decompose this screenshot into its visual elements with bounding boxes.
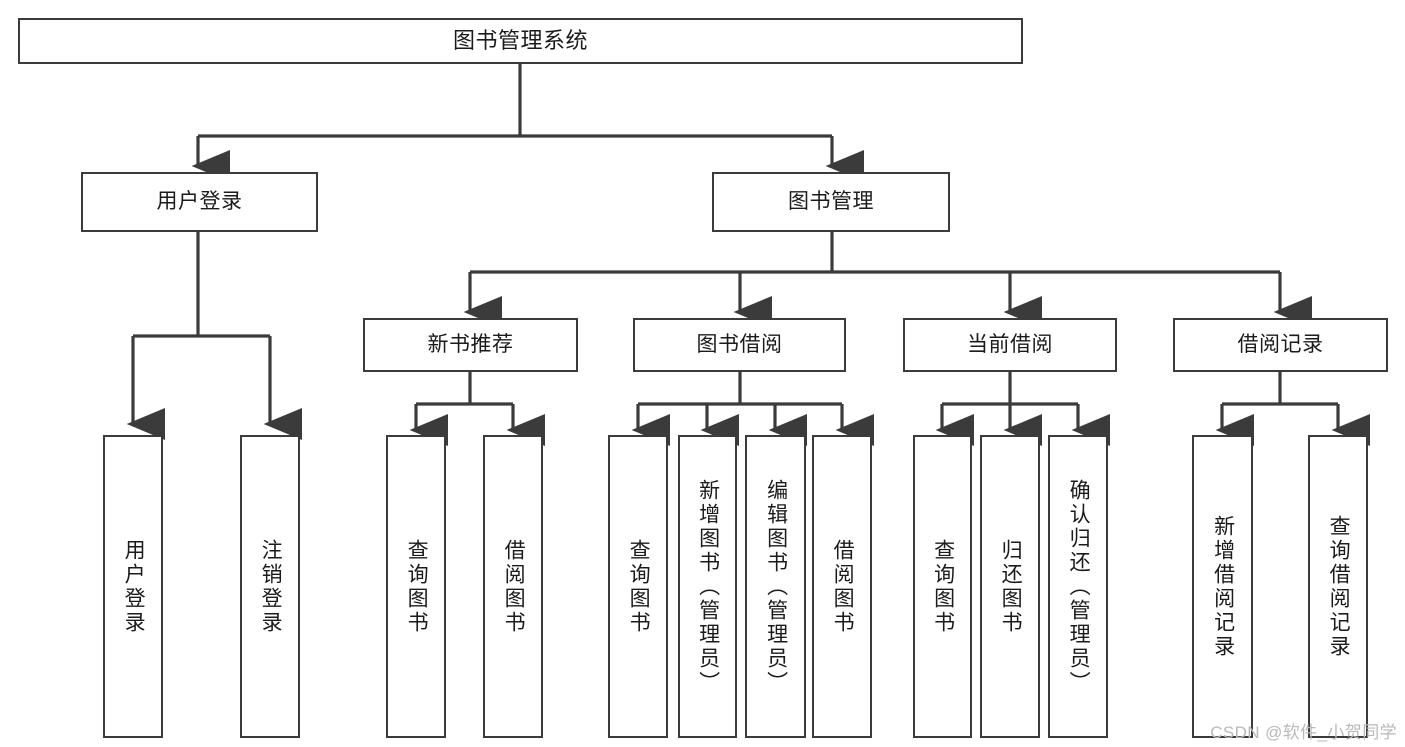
node-borrow-record[interactable]: 借阅记录 xyxy=(1173,318,1388,372)
node-user-login[interactable]: 用户登录 xyxy=(81,172,318,232)
leaf-current-confirm-return-admin[interactable]: 确认归还（管理员） xyxy=(1048,435,1108,738)
node-label: 用户登录 xyxy=(122,538,146,635)
node-label: 图书管理 xyxy=(788,189,874,213)
leaf-borrow-add-book-admin[interactable]: 新增图书（管理员） xyxy=(678,435,737,738)
node-label: 编辑图书（管理员） xyxy=(764,478,788,695)
leaf-recommend-query-book[interactable]: 查询图书 xyxy=(386,435,446,738)
node-label: 查询图书 xyxy=(405,538,429,635)
node-label: 归还图书 xyxy=(999,538,1023,635)
node-label: 新增借阅记录 xyxy=(1211,514,1235,659)
leaf-current-query-book[interactable]: 查询图书 xyxy=(913,435,972,738)
leaf-user-login-signin[interactable]: 用户登录 xyxy=(103,435,163,738)
node-label: 新书推荐 xyxy=(427,332,514,356)
node-book-management[interactable]: 图书管理 xyxy=(712,172,950,232)
node-label: 查询图书 xyxy=(931,538,955,635)
node-label: 当前借阅 xyxy=(967,332,1053,356)
node-label: 查询借阅记录 xyxy=(1327,514,1351,659)
watermark-csdn: CSDN @软件_小贺同学 xyxy=(1210,723,1397,742)
leaf-recommend-borrow-book[interactable]: 借阅图书 xyxy=(483,435,543,738)
leaf-borrow-edit-book-admin[interactable]: 编辑图书（管理员） xyxy=(745,435,806,738)
node-root-system[interactable]: 图书管理系统 xyxy=(18,18,1023,64)
leaf-borrow-query-book[interactable]: 查询图书 xyxy=(608,435,668,738)
node-label: 借阅图书 xyxy=(502,538,526,635)
node-book-borrow[interactable]: 图书借阅 xyxy=(633,318,846,372)
node-new-book-recommend[interactable]: 新书推荐 xyxy=(363,318,578,372)
node-label: 图书借阅 xyxy=(696,332,783,356)
leaf-record-query-record[interactable]: 查询借阅记录 xyxy=(1308,435,1368,738)
node-label: 注销登录 xyxy=(259,538,283,635)
node-label: 新增图书（管理员） xyxy=(696,478,720,695)
node-label: 确认归还（管理员） xyxy=(1067,478,1091,695)
leaf-user-login-signout[interactable]: 注销登录 xyxy=(240,435,300,738)
node-label: 用户登录 xyxy=(156,189,243,213)
node-label: 借阅记录 xyxy=(1237,332,1324,356)
node-label: 查询图书 xyxy=(627,538,651,635)
leaf-borrow-borrow-book[interactable]: 借阅图书 xyxy=(812,435,872,738)
node-current-borrow[interactable]: 当前借阅 xyxy=(903,318,1117,372)
node-label: 借阅图书 xyxy=(831,538,855,635)
leaf-current-return-book[interactable]: 归还图书 xyxy=(980,435,1040,738)
node-label: 图书管理系统 xyxy=(452,28,588,54)
leaf-record-add-record[interactable]: 新增借阅记录 xyxy=(1192,435,1253,738)
